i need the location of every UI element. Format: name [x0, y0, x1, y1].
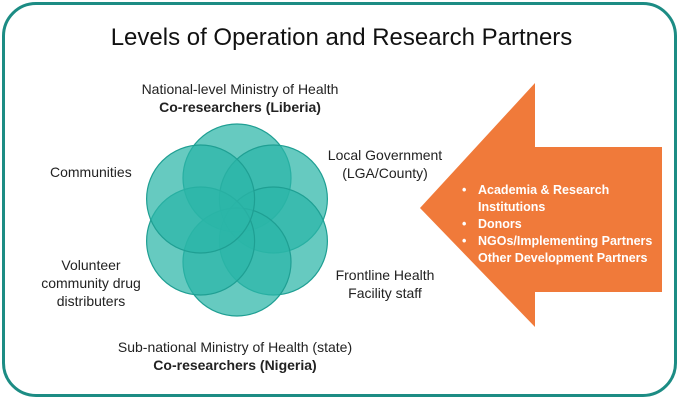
label-local-government: Local Government (LGA/County) — [327, 147, 443, 181]
label-communities: Communities — [50, 164, 132, 180]
label-frontline: Frontline Health Facility staff — [335, 267, 435, 301]
partner-item-ngos: NGOs/Implementing Partners — [458, 233, 673, 250]
label-volunteer: Volunteer community drug distributers — [41, 257, 141, 309]
page-title: Levels of Operation and Research Partner… — [110, 24, 573, 51]
rounded-frame — [2, 2, 677, 397]
petal-group — [146, 123, 328, 317]
petal-upper-left — [146, 144, 256, 254]
partner-item-donors: Donors — [458, 216, 673, 233]
label-subnational: Sub-national Ministry of Health (state) … — [117, 339, 353, 373]
partner-item-other: Other Development Partners — [458, 250, 673, 267]
label-national: National-level Ministry of Health Co-res… — [141, 81, 339, 115]
